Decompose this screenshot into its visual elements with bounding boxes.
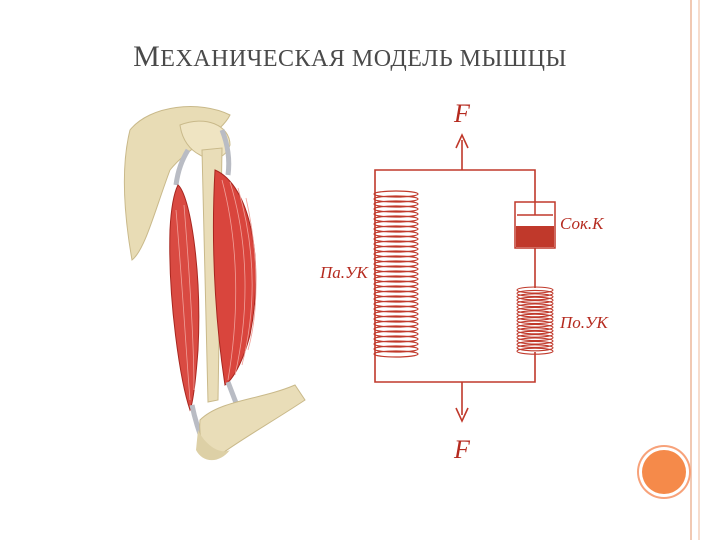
spring-coil <box>373 215 419 223</box>
spring-coil <box>516 310 554 318</box>
title-initial: М <box>133 40 161 73</box>
contractile-damper <box>514 201 556 249</box>
spring-coil <box>516 327 554 335</box>
spring-coil <box>373 230 419 238</box>
slide-right-border <box>690 0 720 540</box>
spring-coil <box>373 265 419 273</box>
spring-coil <box>373 235 419 243</box>
spring-coil <box>373 260 419 268</box>
tendon-upper <box>173 129 232 186</box>
arm-muscle-illustration <box>123 106 306 461</box>
slide-title: МЕХАНИЧЕСКАЯ МОДЕЛЬ МЫШЦЫ <box>0 40 700 74</box>
series-spring <box>516 286 554 355</box>
spring-coil <box>373 290 419 298</box>
contractile-element-label: Сок.К <box>560 214 605 233</box>
elbow-joint <box>196 430 230 461</box>
spring-coil <box>373 300 419 308</box>
spring-coil <box>373 310 419 318</box>
spring-coil <box>373 240 419 248</box>
spring-coil <box>373 275 419 283</box>
spring-coil <box>516 289 554 297</box>
series-element-label: По.УК <box>559 313 609 332</box>
force-label-top: F <box>453 99 471 128</box>
spring-coil <box>373 255 419 263</box>
title-rest: ЕХАНИЧЕСКАЯ МОДЕЛЬ МЫШЦЫ <box>160 46 567 72</box>
shoulder-bone <box>123 106 231 261</box>
spring-coil <box>516 320 554 328</box>
long-head-fibers <box>175 204 195 401</box>
spring-coil <box>516 286 554 294</box>
spring-coil <box>373 285 419 293</box>
spring-coil <box>373 350 419 358</box>
spring-coil <box>516 330 554 338</box>
spring-coil <box>516 303 554 311</box>
spring-coil <box>373 305 419 313</box>
spring-coil <box>516 313 554 321</box>
spring-coil <box>516 300 554 308</box>
spring-coil <box>373 280 419 288</box>
spring-coil <box>516 296 554 304</box>
spring-coil <box>373 190 419 198</box>
bottom-frame <box>374 358 536 383</box>
spring-coil <box>516 317 554 325</box>
biceps-muscle <box>212 169 257 386</box>
force-label-bottom: F <box>453 435 471 464</box>
slide-border-line <box>698 0 700 540</box>
spring-coil <box>516 334 554 342</box>
spring-coil <box>373 245 419 253</box>
muscle-model-diagram: F F Па.УК Сок.К По.УК <box>319 99 609 464</box>
spring-coil <box>373 200 419 208</box>
spring-coil <box>516 293 554 301</box>
spring-coil <box>373 340 419 348</box>
spring-coil <box>373 335 419 343</box>
spring-coil <box>516 323 554 331</box>
parallel-element-label: Па.УК <box>319 263 369 282</box>
spring-coil <box>516 337 554 345</box>
spring-coil <box>373 330 419 338</box>
spring-coil <box>373 195 419 203</box>
long-head-muscle <box>169 184 200 412</box>
spring-coil <box>373 250 419 258</box>
spring-coil <box>373 320 419 328</box>
top-frame <box>374 169 536 202</box>
spring-coil <box>373 315 419 323</box>
spring-coil <box>516 306 554 314</box>
spring-coil <box>516 344 554 352</box>
decorative-orange-dot <box>642 450 686 494</box>
spring-coil <box>373 205 419 213</box>
bottom-arrow-icon <box>455 407 469 423</box>
spring-coil <box>373 345 419 353</box>
spring-coil <box>373 225 419 233</box>
spring-coil <box>373 325 419 333</box>
spring-coil <box>373 270 419 278</box>
spring-coil <box>516 340 554 348</box>
spring-coil <box>373 210 419 218</box>
biceps-fibers <box>221 179 257 381</box>
spring-coil <box>373 295 419 303</box>
spring-coil <box>373 220 419 228</box>
parallel-spring <box>373 190 419 358</box>
top-arrow-icon <box>455 133 469 149</box>
